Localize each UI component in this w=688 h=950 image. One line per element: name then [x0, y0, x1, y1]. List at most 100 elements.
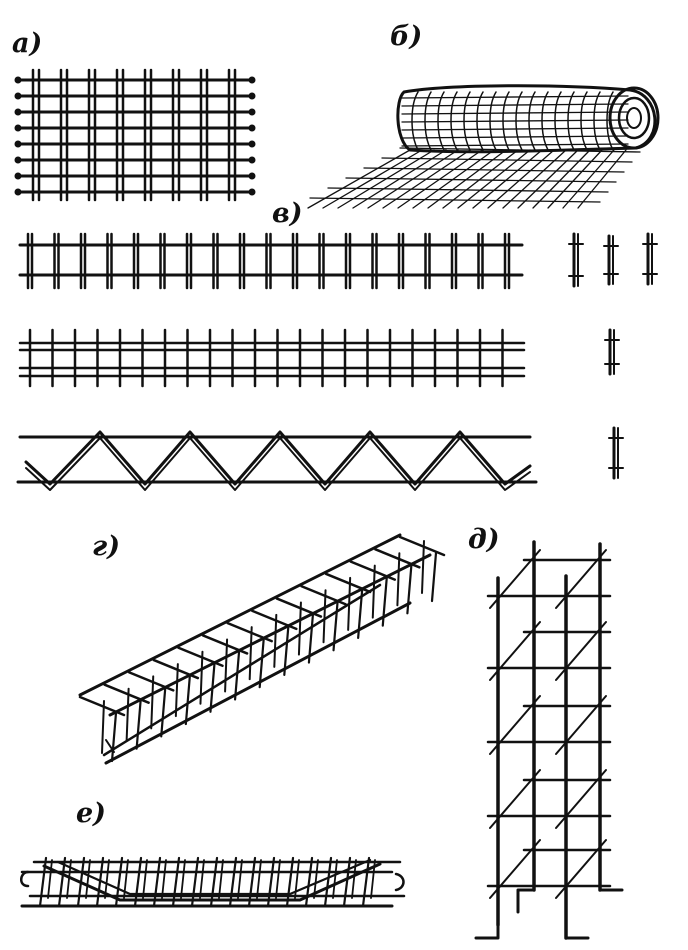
- bar-end: [14, 172, 22, 180]
- flat-longitudinal-bar: [487, 149, 555, 209]
- beam-stirrup: [361, 856, 371, 908]
- cage-stirrup: [233, 650, 241, 701]
- cage-stirrup: [110, 711, 118, 763]
- frame-cross-sections: [568, 232, 658, 480]
- cage-transverse-bar: [398, 535, 446, 557]
- cage-stirrup: [135, 699, 142, 750]
- bar-end: [248, 188, 256, 196]
- beam-stirrup: [285, 856, 295, 908]
- cage-stirrup: [371, 564, 376, 619]
- flat-frames-v: [16, 232, 538, 491]
- column-tie-diagonal: [489, 839, 541, 899]
- bar-end: [14, 92, 22, 100]
- beam-stirrup: [57, 856, 67, 908]
- cage-stirrup: [209, 662, 216, 713]
- beam-stirrup: [161, 859, 167, 899]
- flat-longitudinal-bar: [307, 149, 411, 209]
- flat-transverse-bar: [327, 187, 609, 193]
- beam-stirrup: [171, 856, 181, 908]
- flat-longitudinal-bar: [412, 149, 495, 209]
- column-tie-diagonal: [555, 621, 607, 681]
- bar-end: [248, 108, 256, 116]
- truss-zigzag-bar: [24, 430, 532, 486]
- cage-transverse-bar: [349, 560, 397, 581]
- beam-stirrup: [228, 856, 238, 908]
- cage-transverse-bar: [275, 597, 323, 618]
- label-g: г): [92, 531, 120, 562]
- beam-stirrup: [47, 859, 53, 899]
- flat-longitudinal-bar: [382, 149, 471, 209]
- flat-longitudinal-bar: [547, 149, 603, 209]
- cage-stirrup: [347, 576, 352, 631]
- roll-end: [608, 86, 660, 150]
- column-tie-diagonal: [555, 769, 607, 829]
- bar-end: [14, 156, 22, 164]
- beam-stirrup: [237, 859, 243, 899]
- beam-stirrup: [275, 859, 281, 899]
- bent-up-bar: [56, 858, 372, 896]
- cage-stirrup: [174, 663, 179, 718]
- cage-stirrup: [357, 588, 364, 640]
- bar-end: [248, 124, 256, 132]
- cage-transverse-bar: [226, 621, 273, 643]
- cage-stirrup: [150, 675, 155, 730]
- cage-hook: [105, 739, 115, 753]
- cage-bottom-bar: [104, 601, 412, 765]
- bar-end: [248, 140, 256, 148]
- flat-longitudinal-bar: [457, 149, 531, 209]
- cage-stirrup: [101, 700, 105, 754]
- column-bar-foot: [474, 923, 500, 940]
- cage-transverse-bar: [251, 609, 298, 631]
- roll-transverse-bar: [401, 143, 629, 147]
- bar-end: [248, 76, 256, 84]
- cage-bottom-bar: [102, 583, 382, 757]
- roll-longitudinal-bar: [502, 91, 510, 151]
- cage-stirrup: [199, 650, 204, 705]
- roll-transverse-bar: [401, 127, 629, 131]
- flat-longitudinal-bar: [502, 149, 567, 209]
- roll-longitudinal-bar: [515, 91, 523, 151]
- beam-stirrup: [332, 859, 338, 899]
- flat-longitudinal-bar: [352, 149, 447, 209]
- spatial-cage-g: [78, 533, 446, 765]
- column-tie-diagonal: [555, 695, 607, 755]
- flat-transverse-bar: [363, 167, 625, 173]
- beam-stirrup: [190, 856, 200, 908]
- bar-end: [248, 156, 256, 164]
- flat-longitudinal-bar: [322, 149, 423, 209]
- beam-stirrup: [152, 856, 162, 908]
- cage-transverse-bar: [177, 646, 224, 668]
- roll-transverse-bar: [401, 111, 629, 115]
- roll-longitudinal-bar: [424, 91, 432, 151]
- bar-end: [14, 124, 22, 132]
- beam-stirrup: [313, 859, 319, 899]
- cage-stirrup: [160, 687, 167, 738]
- cage-transverse-bar: [152, 658, 200, 680]
- label-e: е): [76, 798, 106, 829]
- beam-stirrup: [266, 856, 276, 908]
- cage-stirrup: [307, 613, 315, 664]
- column-cage-d: [474, 540, 624, 940]
- cage-stirrup: [248, 626, 253, 681]
- cage-top-bar: [108, 553, 432, 717]
- cage-stirrup: [273, 613, 278, 668]
- bent-up-bar: [42, 862, 382, 902]
- cage-stirrup: [297, 601, 302, 656]
- roll-longitudinal-bar: [411, 91, 419, 151]
- cage-stirrup: [125, 687, 130, 742]
- cage-stirrup: [396, 552, 401, 607]
- beam-stirrup: [133, 856, 143, 908]
- flat-longitudinal-bar: [562, 149, 615, 209]
- label-b: б): [390, 21, 422, 52]
- cage-transverse-bar: [201, 634, 249, 655]
- truss-zigzag-bar: [25, 437, 531, 491]
- flat-mesh-a: [14, 68, 256, 202]
- cage-transverse-bar: [78, 695, 126, 717]
- cage-stirrup: [258, 638, 265, 689]
- roll-transverse-bar: [401, 103, 629, 107]
- beam-stirrup: [209, 856, 219, 908]
- beam-stirrup: [218, 859, 224, 899]
- beam-stirrup: [104, 859, 110, 899]
- column-tie-diagonal: [489, 621, 541, 681]
